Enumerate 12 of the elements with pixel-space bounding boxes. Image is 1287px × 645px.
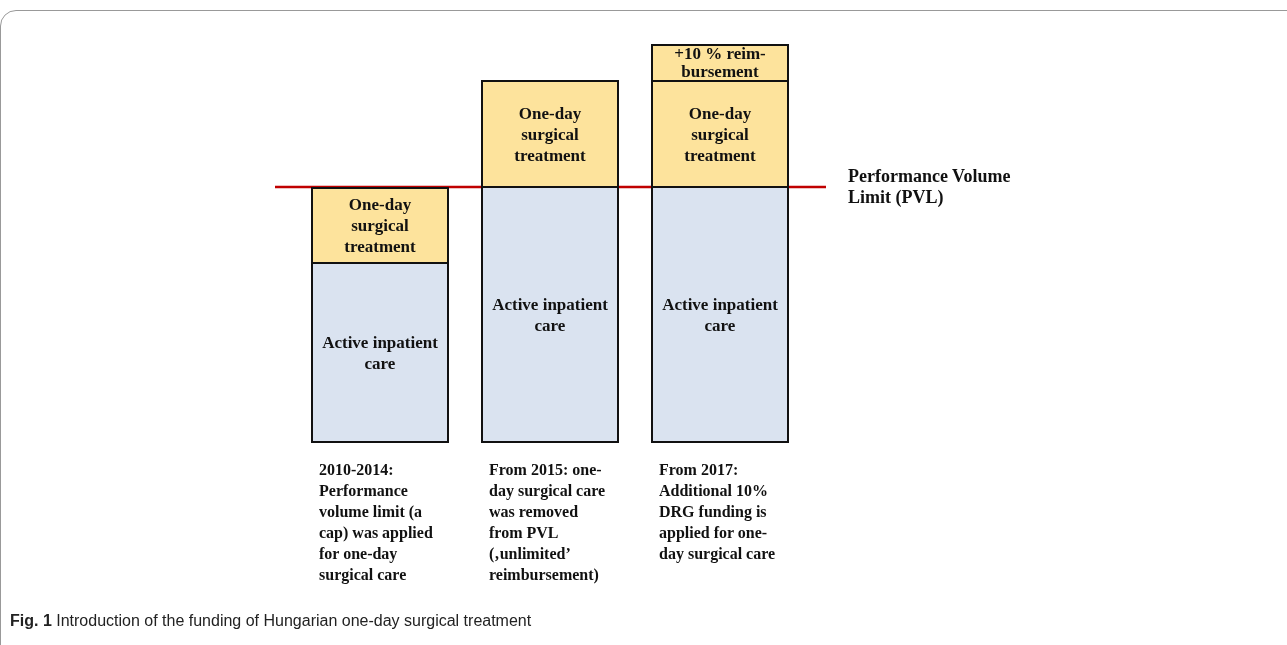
period-note: From 2017: Additional 10% DRG funding is applied for one-day surgical care xyxy=(659,460,777,564)
surgery-block: One-day surgical treatment xyxy=(481,80,619,188)
inpatient-block: Active inpatient care xyxy=(481,186,619,443)
surgery-block: One-day surgical treatment xyxy=(651,80,789,188)
inpatient-block: Active inpatient care xyxy=(651,186,789,443)
limit-label: Performance Volume Limit (PVL) xyxy=(848,166,1012,208)
surgery-block: One-day surgical treatment xyxy=(311,187,449,264)
period-note: From 2015: one-day surgical care was removed from PVL (‚unlimited’ reimbursement) xyxy=(489,460,607,585)
period-note: 2010-2014: Performance volume limit (a cap) was applied for one-day surgical care xyxy=(319,460,434,585)
inpatient-block: Active inpatient care xyxy=(311,262,449,443)
surgery-block: +10 % reim-bursement xyxy=(651,44,789,82)
figure-caption: Fig. 1 Introduction of the funding of Hungarian one-day surgical treatment xyxy=(10,612,532,630)
